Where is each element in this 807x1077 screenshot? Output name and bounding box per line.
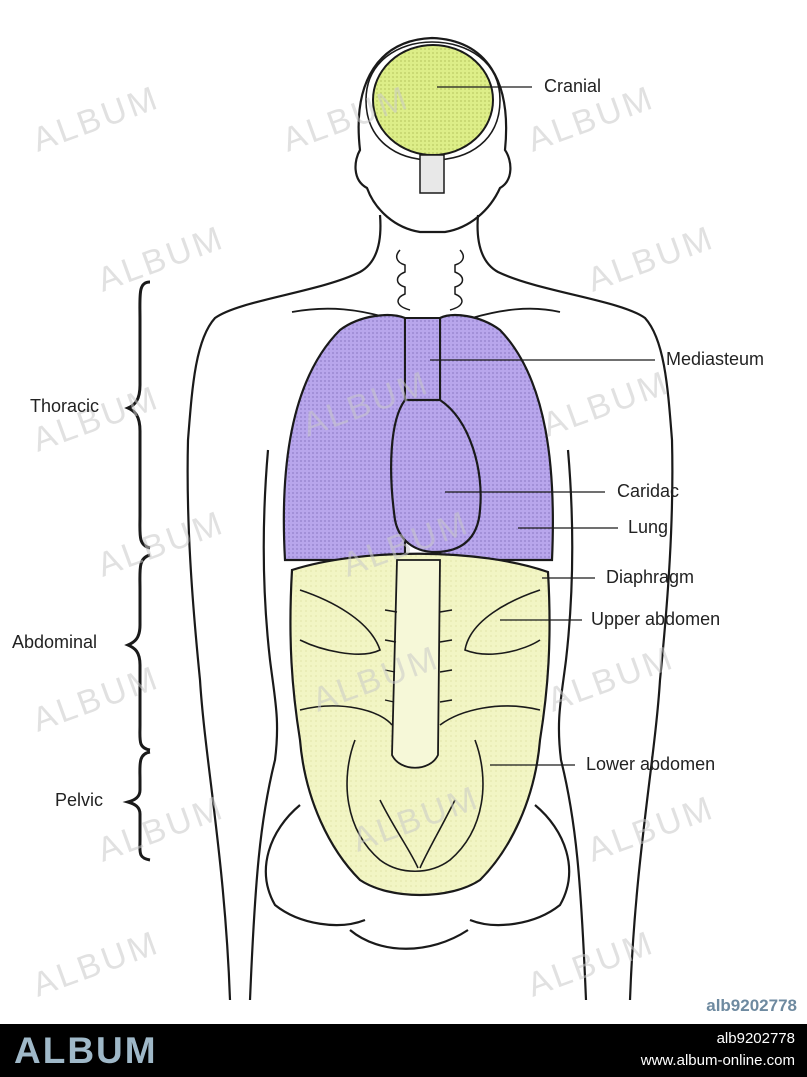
- region-brackets: [122, 280, 151, 862]
- label-cranial: Cranial: [544, 76, 602, 96]
- body-outline: [186, 36, 674, 1001]
- abdominal-bracket: [124, 553, 151, 752]
- label-lower-abdomen: Lower abdomen: [586, 754, 716, 774]
- cervical-spine: [395, 249, 465, 311]
- label-upper-abdomen: Upper abdomen: [591, 609, 721, 629]
- label-abdominal: Abdominal: [12, 632, 98, 652]
- abdominopelvic-cavity: [289, 552, 551, 897]
- label-pelvic: Pelvic: [55, 790, 104, 810]
- label-mediasteum: Mediasteum: [666, 349, 765, 369]
- clavicles: [291, 307, 561, 319]
- image-code: alb9202778: [706, 996, 797, 1015]
- footer-url[interactable]: www.album-online.com: [640, 1052, 795, 1069]
- footer-bar: ALBUM alb9202778 www.album-online.com: [0, 1024, 807, 1077]
- pelvic-bracket: [122, 750, 151, 862]
- label-lung: Lung: [628, 517, 669, 537]
- label-diaphragm: Diaphragm: [606, 567, 695, 587]
- leader-lines: [430, 86, 655, 766]
- label-thoracic: Thoracic: [30, 396, 100, 416]
- cranial-cavity: [365, 41, 501, 194]
- thoracic-cavity: [282, 314, 554, 562]
- label-caridac: Caridac: [617, 481, 680, 501]
- footer-image-id: alb9202778: [716, 1030, 795, 1047]
- album-logo: ALBUM: [14, 1030, 158, 1071]
- thoracic-bracket: [124, 280, 151, 550]
